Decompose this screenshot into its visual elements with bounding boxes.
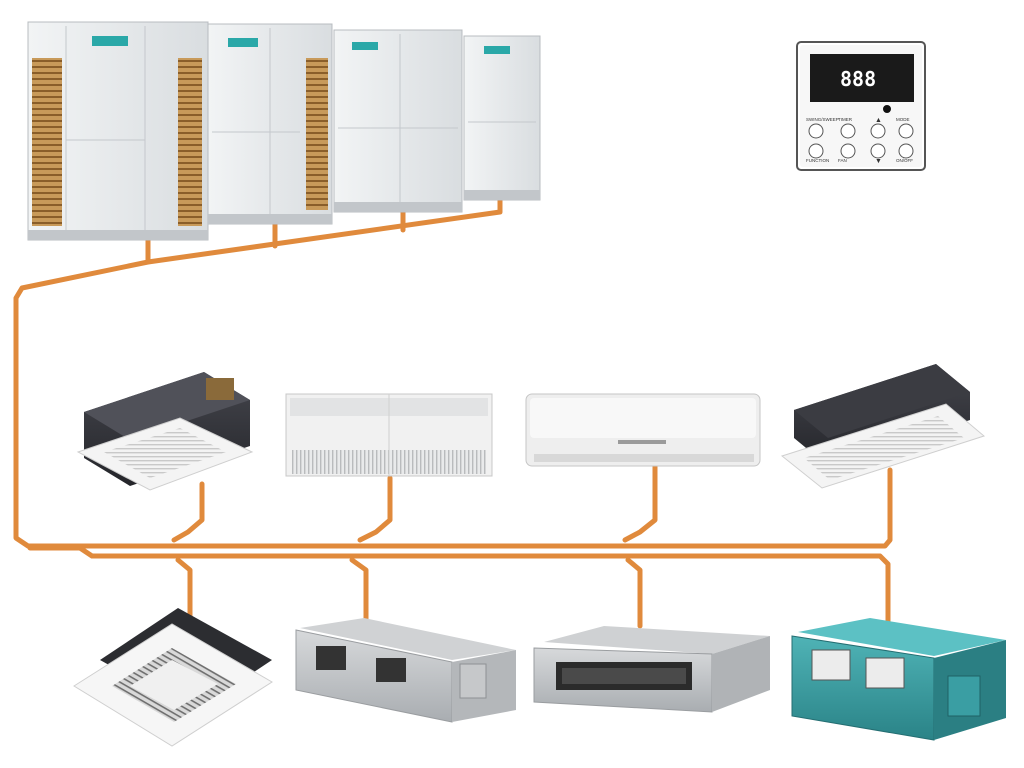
indoor-one-way-cassette [780, 364, 986, 489]
controller-button-label: ON/OFF [896, 158, 913, 163]
controller-digits: 888 [840, 67, 876, 91]
drop-row2-2 [349, 557, 369, 625]
controller-button-on-off[interactable] [898, 143, 914, 159]
indoor-ceiling-floor [285, 393, 493, 477]
outdoor-header-pipe-b [145, 193, 503, 265]
controller-button-swing-sweep[interactable] [808, 123, 824, 139]
down-arrow-icon: ▼ [875, 158, 882, 165]
indoor-high-static-duct [791, 618, 1006, 741]
outdoor-header-pipe [13, 235, 893, 549]
outdoor-unit-3 [333, 29, 463, 213]
drop-row2-1 [175, 557, 193, 623]
indoor-four-way-cassette [73, 608, 273, 747]
outdoor-units [27, 21, 541, 241]
controller-button-label: SWING/SWEEP [806, 117, 839, 122]
controller-indicator [883, 105, 891, 113]
indoor-wall-mounted [525, 393, 761, 467]
lower-header-pipe [27, 545, 891, 627]
drop-row2-3 [625, 557, 643, 629]
outdoor-unit-2 [207, 23, 333, 225]
controller-button-label: TIMER [838, 117, 853, 122]
drop-row1-2 [357, 475, 393, 543]
indoor-duct-unit [295, 618, 516, 723]
brand-badge [352, 42, 378, 50]
controller-button-label: FUNCTION [806, 158, 829, 163]
indoor-compact-cassette [76, 372, 254, 491]
controller-lcd [810, 54, 914, 102]
drop-row1-3 [622, 463, 658, 543]
controller-button-arrow-2[interactable] [870, 143, 886, 159]
outdoor-unit-4 [463, 35, 541, 201]
controller-button-timer[interactable] [840, 123, 856, 139]
brand-badge [228, 38, 258, 47]
controller-button-fan[interactable] [840, 143, 856, 159]
controller-button-function[interactable] [808, 143, 824, 159]
drop-row1-1 [171, 481, 205, 543]
outdoor-unit-1 [27, 21, 209, 241]
controller-button-label: FAN [838, 158, 847, 163]
up-arrow-icon: ▲ [875, 117, 882, 124]
refrigerant-piping [13, 193, 893, 629]
controller-button-mode[interactable] [898, 123, 914, 139]
controller-button-label: MODE [896, 117, 910, 122]
brand-badge [92, 36, 128, 46]
controller-button-arrow-1[interactable] [870, 123, 886, 139]
brand-badge [484, 46, 510, 54]
indoor-slim-duct [533, 626, 770, 713]
